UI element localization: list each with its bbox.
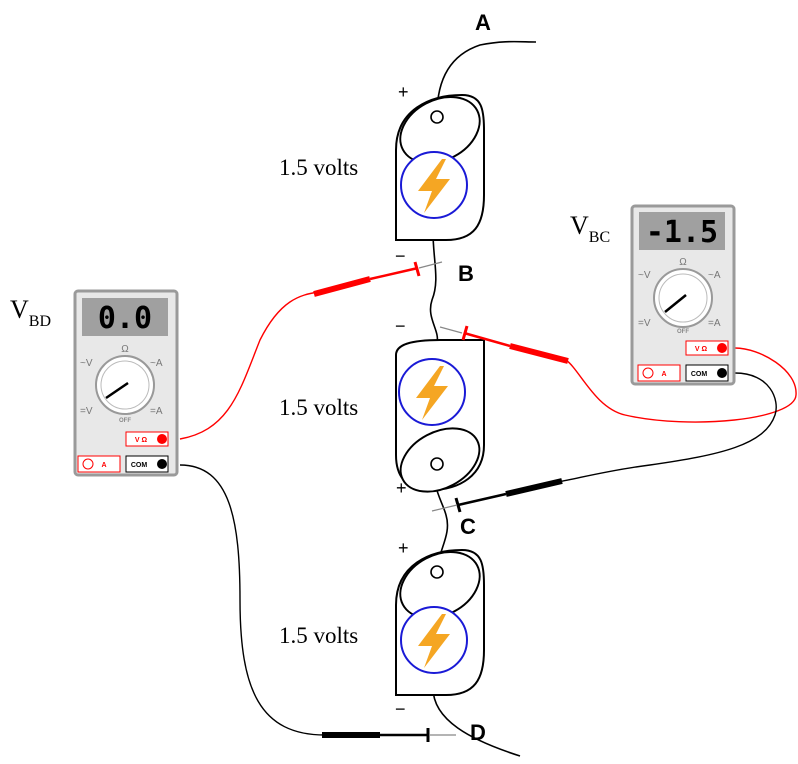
voltage-label: 1.5 volts <box>279 155 358 180</box>
lcd-display <box>82 298 168 336</box>
battery-cell-2: − + 1.5 volts <box>279 316 485 498</box>
jack-vohm[interactable] <box>125 431 169 447</box>
dial-pointer <box>105 381 129 400</box>
terminal-positive <box>430 457 444 471</box>
multimeter-right: VBC -1.5 Ω OFF ~V ~A =V =A V Ω A COM <box>570 204 736 386</box>
node-label-c: C <box>460 514 476 539</box>
svg-text:V Ω: V Ω <box>135 437 148 444</box>
probe-black-node-d[interactable] <box>322 728 456 742</box>
svg-text:V Ω: V Ω <box>695 346 708 353</box>
dial-dcv-icon: =V <box>80 406 93 417</box>
wire-node-d <box>432 687 521 757</box>
dial-acv-icon: ~V <box>80 358 93 369</box>
lcd-display <box>639 212 725 250</box>
wire-node-a <box>436 40 537 116</box>
dial-ohm-label: Ω <box>121 344 129 355</box>
dial-off-label: OFF <box>119 418 131 424</box>
test-lead-black-left <box>179 464 326 736</box>
dial-aca-icon: ~A <box>708 270 721 281</box>
negative-sign: − <box>395 246 406 266</box>
dial-dca-icon: =A <box>708 318 721 329</box>
test-lead-red-right <box>565 347 797 423</box>
lcd-reading: -1.5 <box>646 215 718 250</box>
node-label-d: D <box>470 720 486 745</box>
jack-com[interactable] <box>125 455 169 473</box>
negative-sign: − <box>395 316 406 336</box>
jack-amp[interactable] <box>637 364 681 382</box>
probe-black-node-c[interactable] <box>431 478 563 513</box>
svg-text:A: A <box>661 371 666 378</box>
svg-text:A: A <box>101 462 106 469</box>
multimeter-left: VBD 0.0 Ω OFF ~V ~A =V =A V Ω A COM <box>10 289 179 477</box>
positive-sign: + <box>398 538 409 558</box>
meter-label-sub: BD <box>29 313 51 330</box>
dial-dcv-icon: =V <box>638 318 651 329</box>
node-label-b: B <box>458 261 474 286</box>
positive-sign: + <box>398 82 409 102</box>
battery-cell-1: + − 1.5 volts <box>279 82 485 266</box>
meter-label-main: V <box>10 295 29 324</box>
jack-amp[interactable] <box>77 455 121 473</box>
dial-dca-icon: =A <box>150 406 163 417</box>
voltage-label: 1.5 volts <box>279 395 358 420</box>
meter-label-main: V <box>570 211 589 240</box>
terminal-positive <box>430 110 444 124</box>
dial-off-label: OFF <box>677 329 689 335</box>
battery-cell-3: + − 1.5 volts <box>279 538 485 719</box>
terminal-positive <box>430 565 444 579</box>
svg-text:COM: COM <box>691 371 708 378</box>
positive-sign: + <box>396 478 407 498</box>
meter-label-sub: BC <box>589 229 610 246</box>
wire-node-b <box>429 231 439 344</box>
negative-sign: − <box>395 699 406 719</box>
probe-red-node-b[interactable] <box>313 261 443 297</box>
voltage-label: 1.5 volts <box>279 623 358 648</box>
test-lead-black-right <box>557 372 777 483</box>
dial-acv-icon: ~V <box>638 270 651 281</box>
dial-pointer <box>664 294 687 313</box>
jack-vohm[interactable] <box>685 340 729 356</box>
svg-text:VBC: VBC <box>570 211 610 246</box>
dial-ohm-label: Ω <box>679 257 687 268</box>
svg-text:COM: COM <box>131 462 148 469</box>
probe-red-node-b-right[interactable] <box>439 325 569 364</box>
test-lead-red-left <box>179 291 319 440</box>
jack-com[interactable] <box>685 364 729 382</box>
dial-aca-icon: ~A <box>150 358 163 369</box>
svg-text:VBD: VBD <box>10 295 51 330</box>
lcd-reading: 0.0 <box>98 301 152 336</box>
node-label-a: A <box>475 10 491 35</box>
